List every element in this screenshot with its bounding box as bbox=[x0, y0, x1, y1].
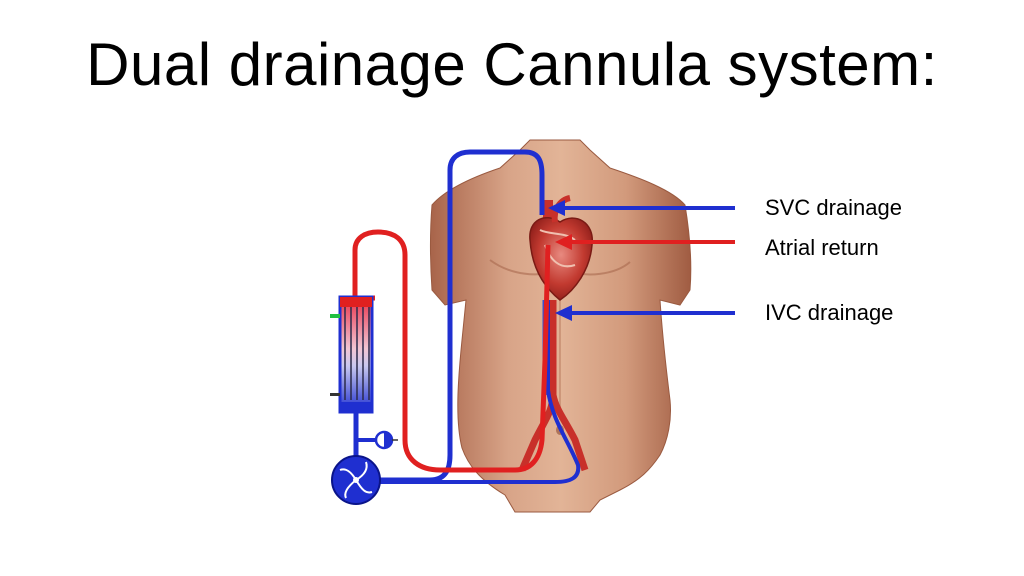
centrifugal-pump-icon bbox=[331, 455, 381, 505]
atrial-return-arrow bbox=[555, 234, 735, 250]
atrial-return-label: Atrial return bbox=[765, 235, 879, 260]
svc-arrow bbox=[548, 200, 735, 216]
svc-drainage-tube bbox=[378, 149, 545, 483]
ivc-arrow bbox=[555, 305, 735, 321]
aorta-vessel bbox=[518, 300, 589, 472]
oxygenator bbox=[330, 295, 374, 414]
ivc-drainage-tube bbox=[378, 300, 581, 484]
pressure-gauge-icon bbox=[356, 430, 398, 450]
atrial-return-tube bbox=[352, 229, 551, 473]
slide-title: Dual drainage Cannula system: bbox=[86, 31, 938, 98]
svc-drainage-label: SVC drainage bbox=[765, 195, 902, 220]
ivc-drainage-label: IVC drainage bbox=[765, 300, 894, 325]
